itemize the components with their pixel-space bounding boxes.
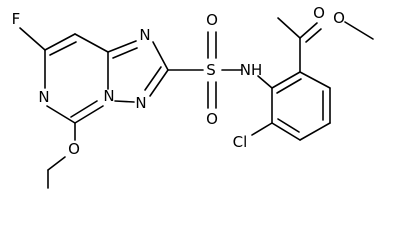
bond-c-nt-bottom-double (144, 66, 162, 91)
bond-nt-top-c (152, 41, 169, 71)
bond-nh-c (257, 75, 273, 89)
bonds (19, 17, 374, 189)
bond-ar-5-double (277, 118, 300, 133)
bond-cester-o-ester (277, 17, 301, 39)
bond-c-c-left (44, 33, 76, 51)
atom-n-triazole-bottom: N (135, 94, 146, 112)
bond-cester-o-carbonyl-2 (305, 28, 322, 43)
bond-ar-1 (271, 71, 301, 89)
atom-nh: NH (240, 61, 263, 79)
bond-cester-o-carbonyl-1 (299, 22, 318, 39)
bond-c-cl (251, 122, 273, 136)
bond-ar-2 (299, 71, 331, 89)
bond-ar-4 (299, 122, 331, 141)
bond-c-nt-top-double (112, 47, 138, 59)
atom-o-carbonyl: O (313, 4, 325, 22)
atom-cl: Cl (233, 133, 248, 151)
atom-o-ester: O (333, 9, 345, 27)
bond-c-nbridge (74, 105, 104, 124)
bond-c-c-left-double (49, 41, 77, 56)
atom-f: F (12, 10, 21, 28)
bond-o-ester-methyl (344, 21, 374, 40)
bond-f-c (19, 27, 46, 51)
bond-c-nt-bottom (149, 69, 169, 97)
bond-ar-5 (271, 122, 301, 141)
bond-c-nt-top (107, 40, 137, 53)
atom-s: S (206, 61, 216, 79)
atom-n-bridge: N (103, 87, 114, 105)
atom-n-triazole-top: N (139, 26, 150, 44)
chemical-structure: F N N N N O S O O NH Cl O O (12, 4, 374, 189)
bond-ar-1-double (276, 78, 302, 94)
atom-o-sulfonyl-top: O (206, 11, 218, 29)
bond-c-nbridge-double (70, 100, 98, 118)
atom-labels: F N N N N O S O O NH Cl O O (12, 4, 345, 158)
bond-c-c-top (74, 33, 109, 53)
atom-n-pyrimidine: N (38, 88, 49, 106)
bond-n-c-lower-left (46, 105, 76, 124)
atom-o-ether: O (68, 140, 80, 158)
bond-nt-bottom-nbridge (114, 100, 135, 103)
atom-o-sulfonyl-bottom: O (206, 110, 218, 128)
bond-o-ether-ch2 (47, 156, 66, 171)
